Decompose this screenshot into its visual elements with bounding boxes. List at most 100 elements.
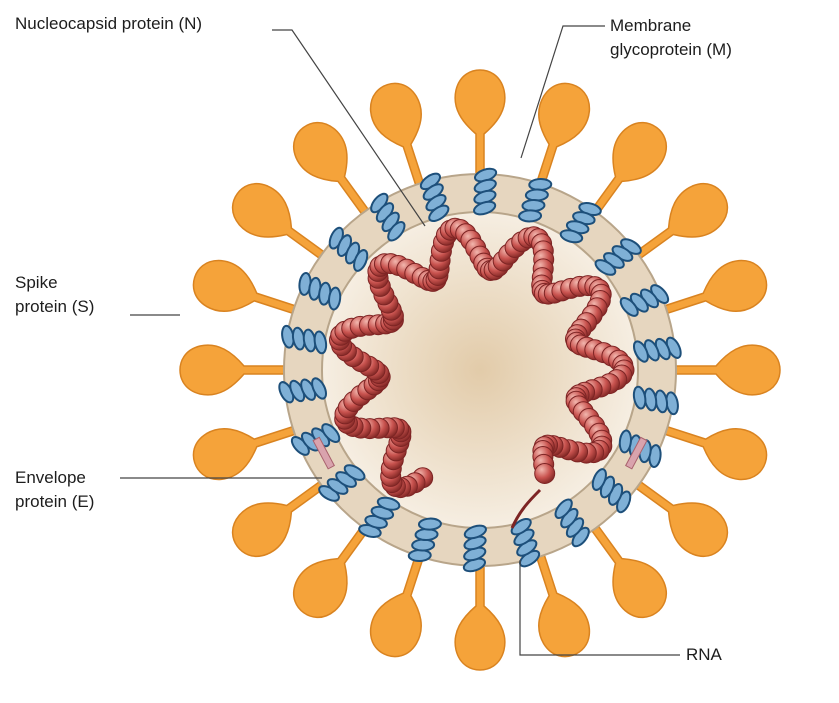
helix-turn: [387, 221, 406, 242]
spike-protein: [179, 344, 289, 396]
spike-shape: [192, 259, 300, 316]
label-envelope-line1: Envelope: [15, 468, 86, 487]
membrane-protein: [618, 429, 662, 468]
spike-shape: [631, 478, 729, 558]
nucleocapsid-bead: [534, 463, 556, 484]
membrane-protein: [407, 517, 442, 562]
membrane-proteins: [278, 167, 682, 573]
membrane-protein: [518, 178, 553, 223]
helix-turn: [618, 429, 632, 454]
helix-turn: [313, 330, 328, 355]
membrane-protein: [554, 498, 590, 548]
helix-turn: [559, 229, 584, 244]
membrane-protein: [632, 336, 682, 363]
helix-turn: [376, 496, 401, 511]
envelope-protein: [625, 436, 648, 470]
spike-shape: [292, 121, 372, 219]
spike-protein: [292, 121, 372, 219]
helix-turn: [428, 204, 450, 223]
spike-shape: [588, 121, 668, 219]
label-spike-line2: protein (S): [15, 297, 95, 316]
helix-turn: [343, 464, 366, 481]
spike-protein: [292, 521, 372, 619]
spike-protein: [192, 259, 300, 316]
membrane-protein: [510, 517, 541, 568]
spike-protein: [369, 550, 426, 658]
membrane-protein: [462, 524, 487, 573]
spike-protein: [660, 424, 768, 481]
label-nucleocapsid: Nucleocapsid protein (N): [15, 12, 202, 36]
membrane-protein: [419, 172, 450, 223]
spike-protein: [454, 561, 506, 671]
spike-shape: [192, 424, 300, 481]
helix-turn: [311, 377, 328, 400]
spike-shape: [631, 182, 729, 262]
spike-shape: [231, 182, 329, 262]
leader-rna: [519, 560, 680, 656]
helix-turn: [619, 297, 639, 317]
membrane-protein: [594, 238, 642, 276]
membrane-protein: [473, 167, 498, 216]
helix-turn: [518, 209, 543, 223]
helix-turn: [463, 524, 487, 540]
helix-turn: [353, 249, 369, 272]
membrane-protein: [298, 272, 342, 311]
membrane-protein: [632, 385, 679, 416]
envelope-proteins: [312, 436, 648, 470]
spike-shape: [231, 478, 329, 558]
label-envelope-line2: protein (E): [15, 492, 95, 511]
spike-shape: [660, 259, 768, 316]
spike-shape: [588, 521, 668, 619]
spike-protein: [588, 121, 668, 219]
helix-turn: [321, 423, 341, 443]
label-spike-line1: Spike: [15, 273, 58, 292]
spike-shape: [660, 424, 768, 481]
nucleocapsid-coil: [329, 217, 635, 529]
spike-shape: [454, 561, 506, 671]
spike-shape: [454, 69, 506, 179]
label-spike: Spike protein (S): [15, 271, 94, 319]
membrane-protein: [281, 324, 328, 355]
helix-turn: [328, 286, 342, 311]
membrane-protein: [370, 192, 406, 242]
helix-turn: [591, 468, 607, 491]
helix-turn: [594, 259, 617, 276]
spike-shape: [671, 344, 781, 396]
label-envelope: Envelope protein (E): [15, 466, 94, 514]
membrane-protein: [328, 226, 369, 272]
label-membrane-line2: glycoprotein (M): [610, 40, 732, 59]
label-rna: RNA: [686, 643, 722, 667]
spike-protein: [192, 424, 300, 481]
spike-shape: [369, 550, 426, 658]
membrane-protein: [318, 464, 366, 502]
membrane-protein: [559, 202, 602, 244]
leader-nucleocapsid: [272, 29, 426, 227]
spike-protein: [631, 182, 729, 262]
spike-protein: [631, 478, 729, 558]
spike-protein: [231, 478, 329, 558]
label-nucleocapsid-text: Nucleocapsid protein (N): [15, 14, 203, 33]
spike-protein: [671, 344, 781, 396]
membrane-protein: [619, 284, 670, 317]
spike-protein: [454, 69, 506, 179]
spike-protein: [660, 259, 768, 316]
leader-membrane: [520, 25, 605, 159]
helix-turn: [554, 498, 573, 519]
label-rna-text: RNA: [686, 645, 722, 664]
helix-turn: [417, 517, 442, 531]
helix-turn: [632, 385, 647, 410]
helix-turn: [473, 200, 497, 216]
envelope-protein: [312, 436, 335, 470]
spike-protein: [231, 182, 329, 262]
spike-shape: [534, 82, 591, 190]
spike-shape: [179, 344, 289, 396]
spike-proteins: [179, 69, 781, 671]
label-membrane: Membrane glycoprotein (M): [610, 14, 732, 62]
membrane-protein: [358, 496, 401, 538]
leader-lines: [120, 25, 680, 656]
rna-strand: [510, 488, 542, 529]
spike-shape: [369, 82, 426, 190]
spike-protein: [534, 82, 591, 190]
spike-protein: [369, 82, 426, 190]
